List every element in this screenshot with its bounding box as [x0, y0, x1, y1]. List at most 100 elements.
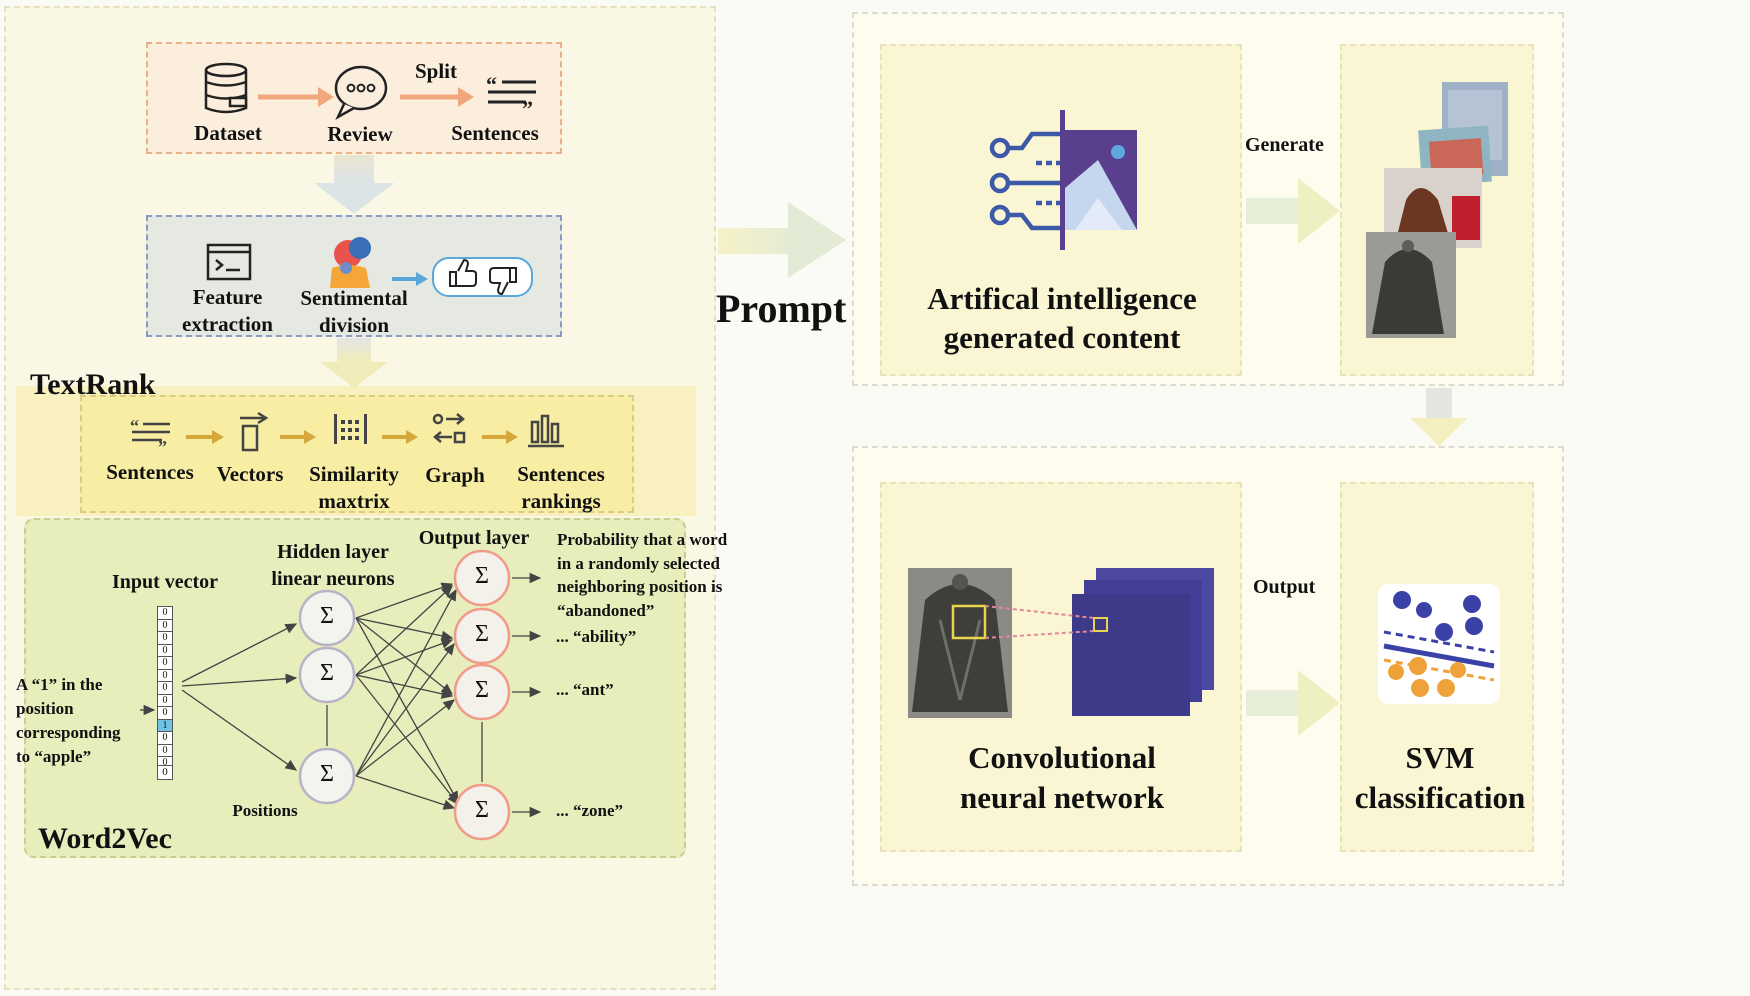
output-sigma-3: Σ	[475, 677, 489, 703]
input-vector-cell: 0	[157, 744, 173, 757]
generate-arrow	[1246, 178, 1340, 244]
database-icon	[204, 62, 248, 114]
hidden-sigma-3: Σ	[320, 761, 334, 787]
cnn-label-1: Convolutional	[968, 740, 1156, 775]
matrix-icon	[334, 414, 367, 444]
svg-text:“: “	[486, 72, 497, 97]
input-vector-cell: 0	[157, 606, 173, 620]
generate-label: Generate	[1245, 134, 1324, 156]
speech-bubble-icon	[334, 65, 388, 120]
input-vector-cell: 0	[157, 644, 173, 657]
input-vector-cell: 0	[157, 669, 173, 682]
output-ant: ... “ant”	[556, 680, 614, 699]
hidden-neurons	[298, 589, 356, 805]
output-arrow	[1246, 670, 1340, 736]
probability-line-2: in a randomly selected	[557, 553, 720, 573]
textrank-arrow-4	[482, 430, 518, 444]
hidden-layer-label-1: Hidden layer	[277, 541, 389, 563]
svg-text:“: “	[130, 416, 139, 436]
input-vector-cell: 1	[157, 719, 173, 732]
feature-label-2: extraction	[182, 312, 273, 336]
input-vector-cell: 0	[157, 632, 173, 645]
input-vector-cell: 0	[157, 657, 173, 670]
network-edges	[140, 572, 542, 818]
input-vector-cell: 0	[157, 682, 173, 695]
input-vector-cell: 0	[157, 694, 173, 707]
textrank-step-5a: Sentences	[517, 462, 605, 486]
prompt-label: Prompt	[716, 286, 847, 331]
prompt-arrow	[718, 202, 846, 278]
split-label: Split	[414, 59, 458, 83]
svm-illustration	[1378, 584, 1500, 704]
thumbs-up-icon	[449, 258, 477, 287]
thumbs-box	[432, 257, 533, 297]
sentimental-label-2: division	[318, 313, 390, 337]
output-sigma-1: Σ	[475, 563, 489, 589]
ai-image-icon	[989, 110, 1137, 250]
input-vector-cell: 0	[157, 619, 173, 632]
down-arrow-right	[1410, 388, 1468, 446]
sentences-icon: “ ”	[486, 72, 536, 121]
output-neurons	[453, 549, 511, 841]
down-arrow-1	[314, 155, 394, 214]
input-vector-label: Input vector	[111, 571, 219, 593]
input-vector-cell: 0	[157, 732, 173, 745]
output-label: Output	[1253, 576, 1316, 598]
textrank-step-3a: Similarity	[309, 462, 399, 486]
aigc-label-2: generated content	[943, 320, 1181, 355]
cnn-illustration	[908, 568, 1214, 718]
hidden-sigma-1: Σ	[320, 603, 334, 629]
probability-text: Probability that a word in a randomly se…	[557, 528, 727, 622]
annotation-line-2: position	[16, 699, 74, 718]
textrank-title: TextRank	[30, 368, 156, 401]
annotation-line-4: to “apple”	[16, 747, 92, 766]
svm-label-1: SVM	[1405, 740, 1475, 775]
graph-icon	[432, 413, 466, 444]
aigc-label-1: Artifical intelligence	[927, 281, 1197, 316]
cnn-label-2: neural network	[959, 780, 1165, 815]
dataset-label: Dataset	[194, 121, 262, 145]
review-label: Review	[327, 122, 393, 146]
textrank-step-5b: rankings	[521, 489, 601, 513]
output-layer-label: Output layer	[418, 527, 530, 549]
thumbs-down-icon	[489, 267, 517, 296]
sentences-label: Sentences	[451, 121, 539, 145]
hidden-layer-label-2: linear neurons	[271, 568, 395, 590]
annotation-line-1: A “1” in the	[16, 675, 103, 694]
feature-label-1: Feature	[192, 285, 263, 309]
generated-images	[1366, 82, 1508, 338]
textrank-sentences-icon: “ ”	[130, 416, 170, 457]
textrank-arrow-1	[186, 430, 224, 444]
input-vector-cell: 0	[157, 707, 173, 720]
down-arrow-2	[320, 338, 388, 388]
probability-line-1: Probability that a word	[557, 530, 728, 549]
output-sigma-2: Σ	[475, 621, 489, 647]
output-zone: ... “zone”	[556, 801, 624, 820]
textrank-arrow-2	[280, 430, 316, 444]
output-sigma-4: Σ	[475, 797, 489, 823]
svg-text:”: ”	[522, 96, 533, 121]
word2vec-title: Word2Vec	[38, 822, 172, 855]
probability-line-4: “abandoned”	[557, 600, 655, 620]
probability-line-3: neighboring position is	[557, 577, 723, 596]
apple-annotation: A “1” in the position corresponding to “…	[16, 673, 121, 769]
input-vector-last-cell: 0	[157, 765, 173, 780]
textrank-arrow-3	[382, 430, 418, 444]
sentimental-label-1: Sentimental	[300, 286, 408, 310]
word2vec-box	[24, 518, 686, 858]
svg-text:”: ”	[158, 437, 167, 457]
textrank-step-1: Sentences	[106, 460, 194, 484]
textrank-step-2: Vectors	[216, 462, 284, 486]
textrank-box	[80, 395, 634, 513]
hidden-sigma-2: Σ	[320, 660, 334, 686]
output-ability: ... “ability”	[556, 627, 637, 646]
sentiment-head-icon	[330, 237, 371, 288]
terminal-icon	[206, 243, 252, 281]
vector-icon	[240, 411, 269, 452]
positions-label: Positions	[232, 801, 298, 820]
textrank-step-3b: maxtrix	[318, 489, 390, 513]
bar-rank-icon	[528, 414, 564, 448]
textrank-step-4: Graph	[425, 463, 485, 487]
